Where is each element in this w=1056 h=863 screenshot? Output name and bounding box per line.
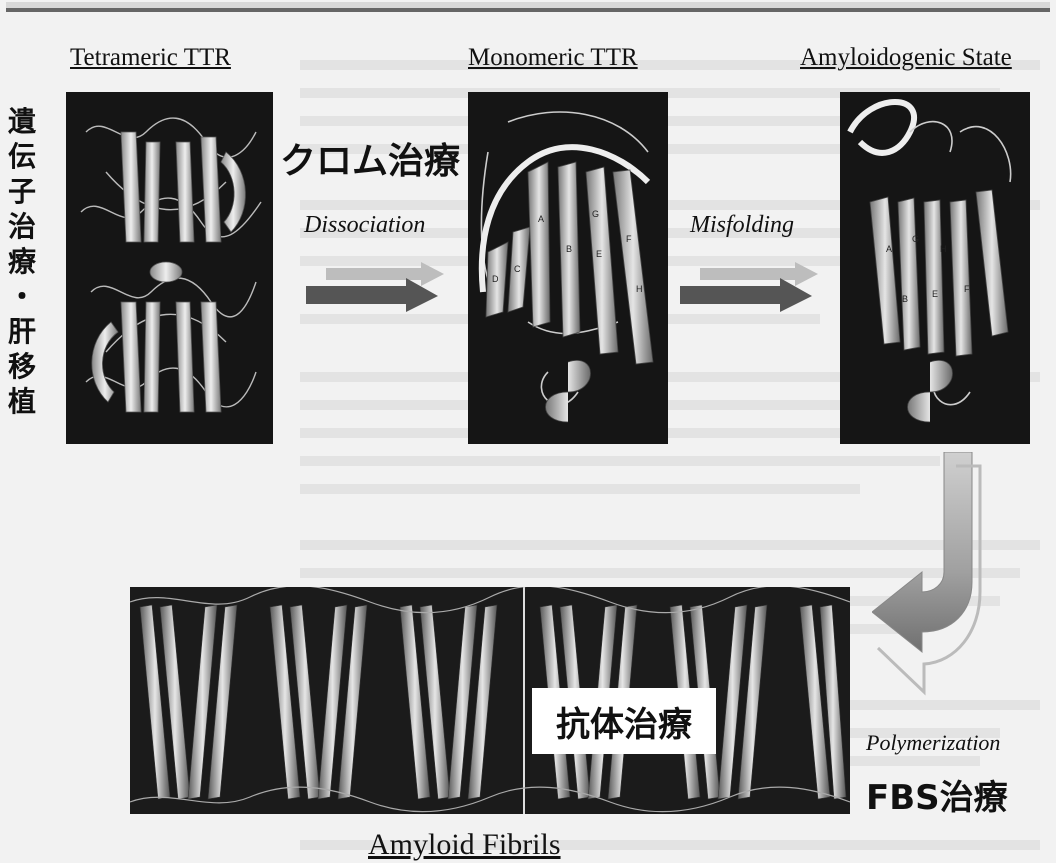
- label-amyloidogenic-state: Amyloidogenic State: [800, 44, 1012, 72]
- vertical-char: 植: [6, 384, 38, 419]
- strand-letter: G: [592, 209, 599, 219]
- vertical-char: 療: [6, 244, 38, 279]
- strand-letter: A: [538, 214, 544, 224]
- strand-letter: F: [964, 284, 970, 294]
- polymerization-arrow-icon: [872, 452, 992, 702]
- label-amyloid-fibrils: Amyloid Fibrils: [368, 828, 561, 862]
- vertical-char: ・: [6, 279, 38, 314]
- strand-letter: A: [886, 244, 892, 254]
- vertical-char: 遺: [6, 104, 38, 139]
- gene-liver-therapy-label: 遺 伝 子 治 療 ・ 肝 移 植: [6, 104, 38, 419]
- antibody-therapy-label: 抗体治療: [556, 697, 692, 746]
- strand-letter: D: [492, 274, 499, 284]
- misfolding-arrow-icon: [680, 262, 820, 312]
- step-polymerization: Polymerization: [866, 730, 1000, 756]
- strand-letter: B: [902, 294, 908, 304]
- vertical-char: 移: [6, 349, 38, 384]
- strand-letter: E: [596, 249, 602, 259]
- fbs-therapy-label: FBS治療: [866, 770, 1008, 819]
- strand-letter: F: [626, 234, 632, 244]
- strand-letter: H: [940, 244, 947, 254]
- step-dissociation: Dissociation: [304, 212, 425, 239]
- chromium-therapy-label: クロム治療: [280, 132, 460, 184]
- vertical-char: 子: [6, 174, 38, 209]
- label-tetrameric-ttr: Tetrameric TTR: [70, 44, 231, 72]
- tetrameric-ttr-structure-image: [66, 92, 273, 444]
- vertical-char: 肝: [6, 314, 38, 349]
- strand-letter: B: [566, 244, 572, 254]
- label-monomeric-ttr: Monomeric TTR: [468, 44, 638, 72]
- amyloidogenic-state-structure-image: A G H B E F: [840, 92, 1030, 444]
- antibody-therapy-label-box: 抗体治療: [532, 688, 716, 754]
- strand-letter: G: [912, 234, 919, 244]
- header-rule: [6, 8, 1050, 12]
- strand-letter: C: [514, 264, 521, 274]
- vertical-char: 伝: [6, 139, 38, 174]
- strand-letter: H: [636, 284, 643, 294]
- amyloid-fibrils-structure-image: [130, 587, 850, 814]
- monomeric-ttr-structure-image: D C B A G E F H: [468, 92, 668, 444]
- step-misfolding: Misfolding: [690, 212, 794, 239]
- vertical-char: 治: [6, 209, 38, 244]
- strand-letter: E: [932, 289, 938, 299]
- dissociation-arrow-icon: [306, 262, 446, 312]
